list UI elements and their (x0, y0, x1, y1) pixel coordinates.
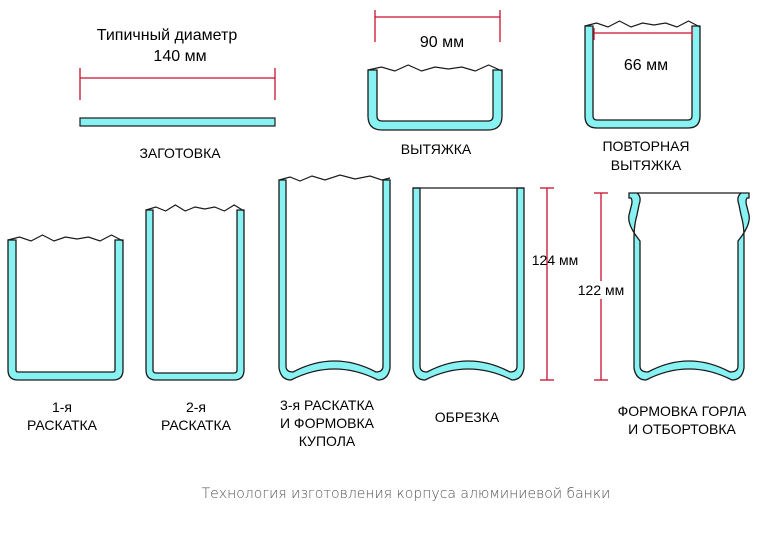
ironed-cup-1-rim (7, 234, 124, 242)
stage-iron3-label-1: 3-я РАСКАТКА (280, 397, 374, 413)
stage-iron3-label-2: И ФОРМОВКА (279, 415, 375, 431)
stage-iron2-label-2: РАСКАТКА (161, 417, 231, 433)
stage-iron1-label-1: 1-я (51, 399, 73, 415)
cup-diameter-label: 90 мм (419, 34, 465, 51)
drawn-cup (367, 69, 503, 131)
redrawn-cup-rim (584, 20, 701, 28)
necked-flanged-can (628, 192, 750, 381)
ironed-cup-3 (278, 179, 391, 381)
ironed-cup-2 (145, 209, 245, 381)
blank-diameter-label: 140 мм (153, 48, 207, 65)
blank-title-label: Типичный диаметр (96, 27, 238, 44)
blank-disc (79, 117, 276, 127)
redraw-diameter-label: 66 мм (623, 57, 669, 74)
stage-cup-label: ВЫТЯЖКА (400, 141, 472, 157)
trim-height-label: 124 мм (531, 252, 579, 268)
final-height-label: 122 мм (576, 281, 626, 299)
stage-redraw-label-1: ПОВТОРНАЯ (602, 138, 690, 154)
stage-neck-label-1: ФОРМОВКА ГОРЛА (617, 403, 747, 419)
ironed-cup-3-rim (278, 174, 391, 182)
ironed-cup-1 (7, 239, 124, 381)
caption: Технология изготовления корпуса алюминие… (201, 486, 611, 502)
trimmed-can (412, 187, 525, 381)
stage-iron3-label-3: КУПОЛА (298, 433, 356, 449)
stage-neck-label-2: И ОТБОРТОВКА (628, 421, 736, 437)
drawn-cup-rim (367, 64, 503, 72)
stage-trim-label: ОБРЕЗКА (434, 409, 500, 425)
stage-iron1-label-2: РАСКАТКА (27, 417, 97, 433)
redrawn-cup (584, 25, 701, 129)
stage-blank-label: ЗАГОТОВКА (139, 145, 221, 161)
stage-redraw-label-2: ВЫТЯЖКА (610, 157, 682, 173)
stage-iron2-label-1: 2-я (185, 399, 207, 415)
ironed-cup-2-rim (145, 204, 245, 212)
